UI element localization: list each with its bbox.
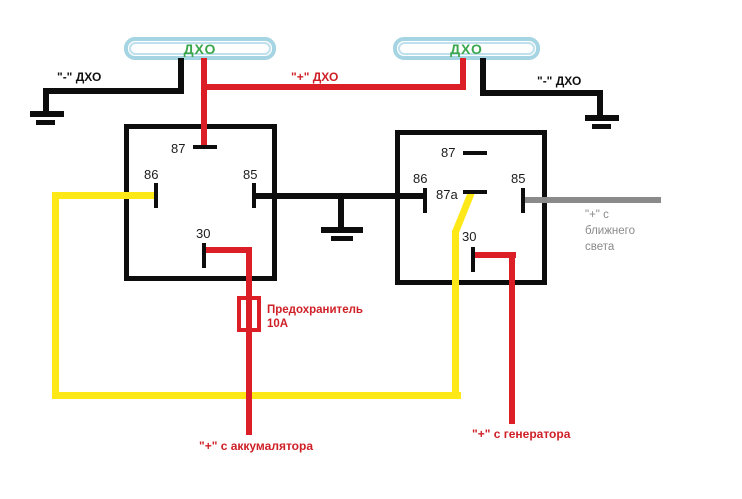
ground-icon-right-bar1 [585, 115, 619, 121]
label-minus-dxo-right: "-" ДХО [537, 74, 582, 88]
drl-lamp-left: ДХО [124, 37, 276, 60]
label-low-beam-line1: "+" с [585, 209, 609, 221]
label-fuse-rating: 10А [267, 318, 289, 330]
wire-red-generator-vertical [509, 252, 515, 424]
drl-lamp-right: ДХО [393, 37, 540, 60]
wire-minus-left-ground-stub [43, 88, 49, 114]
relay-left-box [124, 124, 277, 281]
relay-right-pin87a-contact [463, 190, 487, 194]
relay-right-pin87a-label: 87a [436, 187, 458, 202]
label-low-beam-line2: ближнего [585, 225, 635, 237]
wire-yellow-left-vertical [52, 192, 59, 399]
relay-left-pin30-contact [202, 243, 206, 268]
relay-right-pin87-contact [463, 151, 487, 155]
wire-red-pin30-left-hook [204, 247, 252, 253]
wire-yellow-bottom-horizontal [52, 392, 461, 399]
relay-left-pin85-contact [252, 183, 256, 208]
ground-icon-right-bar2 [592, 124, 611, 129]
wire-minus-left-drop [178, 58, 184, 94]
wire-red-lamp1-to-pin87 [201, 58, 207, 148]
wire-red-pin30-right-hook [473, 252, 516, 258]
drl-lamp-left-label: ДХО [183, 40, 217, 57]
relay-right-box [395, 130, 547, 285]
ground-icon-middle-bar2 [331, 236, 353, 241]
label-low-beam-plus: "+" с ближнего света [585, 207, 635, 255]
relay-left-pin85-label: 85 [243, 167, 258, 182]
label-minus-dxo-left: "-" ДХО [57, 70, 102, 84]
relay-left-pin86-contact [154, 183, 158, 208]
label-plus-dxo: "+" ДХО [291, 70, 339, 84]
wire-red-plus-dxo-bus [201, 84, 466, 90]
drl-lamp-right-label: ДХО [450, 40, 483, 57]
relay-left-pin87-label: 87 [171, 141, 186, 156]
relay-right-pin87-label: 87 [441, 145, 456, 160]
relay-left-pin87-contact [193, 145, 217, 149]
label-generator-plus: "+" с генератора [472, 427, 571, 441]
relay-right-pin86-label: 86 [413, 171, 428, 186]
wire-middle-ground-stub [338, 196, 344, 229]
wire-yellow-right-vertical [452, 230, 459, 399]
relay-right-pin30-contact [471, 247, 475, 272]
relay-left-pin30-label: 30 [196, 226, 211, 241]
relay-right-pin85-label: 85 [511, 171, 526, 186]
label-battery-plus: "+" с аккумалятора [199, 439, 313, 453]
wire-minus-left-horizontal [43, 88, 184, 94]
ground-icon-left-bar1 [30, 111, 64, 117]
label-fuse-name: Предохранитель [267, 304, 363, 316]
wire-minus-right-horizontal [480, 90, 603, 96]
wire-red-lamp2-drop [460, 58, 466, 90]
fuse-symbol [237, 296, 261, 332]
ground-icon-middle-bar1 [321, 227, 363, 233]
wire-minus-right-ground-stub [597, 90, 603, 118]
ground-icon-left-bar2 [36, 120, 55, 125]
drl-lamp-left-inner: ДХО [129, 40, 271, 57]
relay-right-pin86-contact [423, 188, 427, 213]
relay-right-pin85-contact [521, 188, 525, 213]
wire-red-battery-vertical [246, 247, 252, 435]
wire-gray-low-beam [523, 197, 661, 203]
relay-right-pin30-label: 30 [462, 229, 477, 244]
wire-minus-right-drop [480, 58, 486, 96]
drl-lamp-right-inner: ДХО [398, 40, 535, 57]
relay-left-pin86-label: 86 [144, 167, 159, 182]
wire-yellow-pin86-horizontal [52, 192, 158, 199]
label-low-beam-line3: света [585, 241, 615, 253]
